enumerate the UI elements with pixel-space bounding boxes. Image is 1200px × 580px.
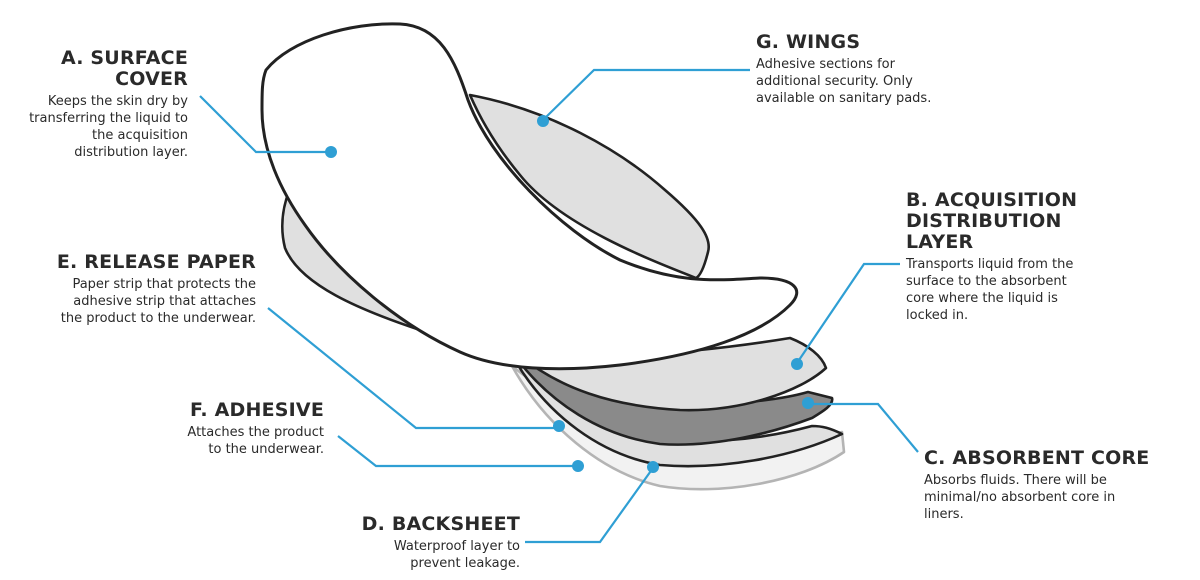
leader-dot-c <box>802 397 814 409</box>
leader-line-e <box>267 307 558 430</box>
wings-title: G. WINGS <box>756 31 861 53</box>
surface-cover-description: Keeps the skin dry by transferring the l… <box>29 94 188 160</box>
leader-line-d <box>525 467 654 544</box>
leader-dot-d <box>647 461 659 473</box>
leader-dot-e <box>553 420 565 432</box>
surface-cover-title: A. SURFACE COVER <box>60 47 188 90</box>
leader-line-c <box>808 402 919 453</box>
adhesive-description: Attaches the product to the underwear. <box>187 425 324 457</box>
wings-description: Adhesive sections for additional securit… <box>756 57 932 106</box>
leader-dot-a <box>325 146 337 158</box>
backsheet-title: D. BACKSHEET <box>361 513 520 535</box>
label-absorbent-core: C. ABSORBENT CORE Absorbs fluids. There … <box>924 448 1174 523</box>
leader-line-g <box>542 68 750 121</box>
absorbent-core-title: C. ABSORBENT CORE <box>924 447 1150 469</box>
leader-dot-b <box>791 358 803 370</box>
surface-cover-layer <box>260 22 799 371</box>
adhesive-title: F. ADHESIVE <box>189 399 324 421</box>
release-paper-title: E. RELEASE PAPER <box>56 251 256 273</box>
absorbent-core-description: Absorbs fluids. There will be minimal/no… <box>924 473 1116 522</box>
leader-line-b <box>796 262 900 364</box>
label-backsheet: D. BACKSHEET Waterproof layer to prevent… <box>300 514 520 572</box>
leader-line-a <box>199 95 330 154</box>
leader-dot-g <box>537 115 549 127</box>
acquisition-title: B. ACQUISITION DISTRIBUTION LAYER <box>906 189 1078 253</box>
backsheet-description: Waterproof layer to prevent leakage. <box>393 539 520 571</box>
label-adhesive: F. ADHESIVE Attaches the product to the … <box>100 400 324 458</box>
acquisition-description: Transports liquid from the surface to th… <box>906 257 1074 323</box>
wings-layer <box>468 93 711 280</box>
leader-line-f <box>337 435 578 468</box>
label-release-paper: E. RELEASE PAPER Paper strip that protec… <box>0 252 256 327</box>
leader-dot-f <box>572 460 584 472</box>
release-paper-description: Paper strip that protects the adhesive s… <box>60 277 256 326</box>
label-wings: G. WINGS Adhesive sections for additiona… <box>756 32 986 107</box>
label-surface-cover: A. SURFACE COVER Keeps the skin dry by t… <box>0 48 188 161</box>
label-acquisition-distribution-layer: B. ACQUISITION DISTRIBUTION LAYER Transp… <box>906 190 1136 324</box>
